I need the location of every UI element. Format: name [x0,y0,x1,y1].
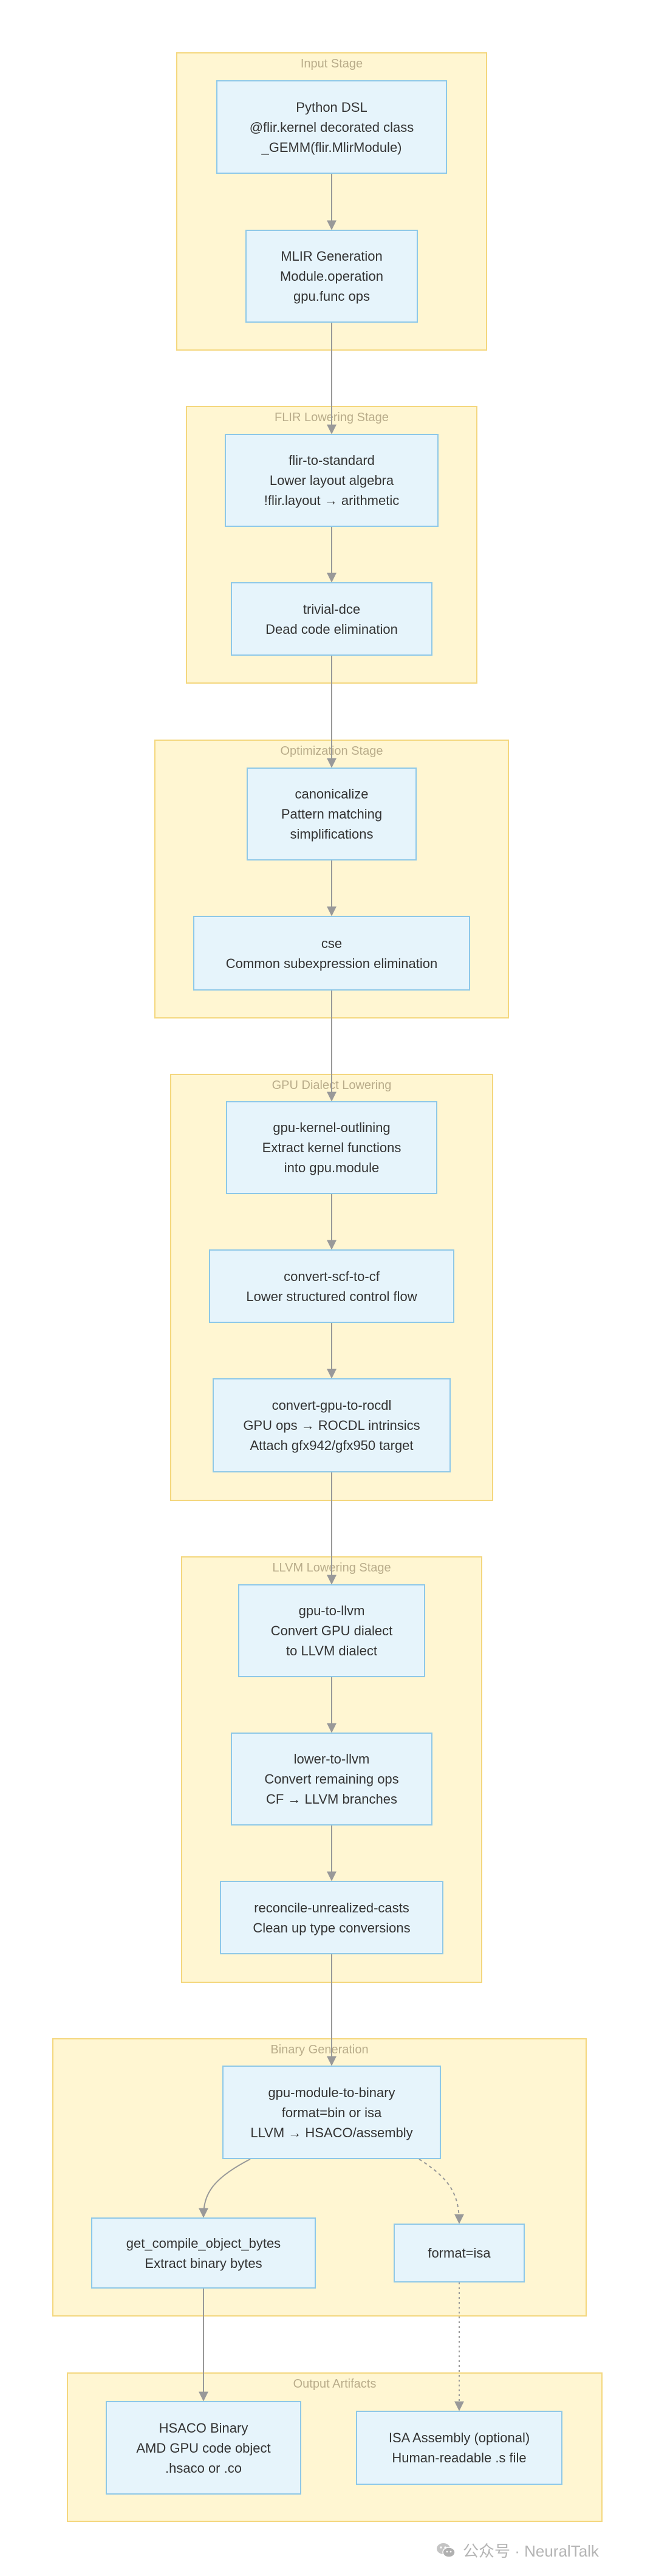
node-gpu-module-to-binary-line-1: gpu-module-to-binary [268,2084,395,2100]
node-gpu-kernel-outlining-line-2: Extract kernel functions [262,1140,401,1155]
node-trivial-dce: trivial-dce Dead code elimination [231,582,432,656]
node-canonicalize: canonicalize Pattern matching simplifica… [247,768,417,860]
node-lower-to-llvm-line-1: lower-to-llvm [293,1751,370,1767]
node-mlir-generation-line-2: Module.operation [279,269,383,284]
node-convert-scf-to-cf-line-2: Lower structured control flow [246,1288,417,1304]
node-canonicalize-line-2: Pattern matching [281,806,383,822]
node-get-compile-object-bytes-line-1: get_compile_object_bytes [126,2235,281,2251]
node-convert-scf-to-cf: convert-scf-to-cf Lower structured contr… [209,1249,454,1323]
stage-title-flir-lowering: FLIR Lowering Stage [275,411,389,424]
node-isa-assembly-line-1: ISA Assembly (optional) [388,2430,530,2445]
node-gpu-kernel-outlining-line-3: into gpu.module [284,1160,380,1175]
node-gpu-to-llvm-line-3: to LLVM dialect [285,1643,377,1658]
node-flir-to-standard-line-3: !flir.layout → arithmetic [264,493,400,508]
node-isa-assembly-line-2: Human-readable .s file [392,2450,527,2465]
node-gpu-kernel-outlining-line-1: gpu-kernel-outlining [273,1120,391,1135]
stage-title-binary-generation: Binary Generation [270,2043,369,2056]
stage-title-optimization: Optimization Stage [280,744,383,758]
node-flir-to-standard: flir-to-standard Lower layout algebra !f… [225,434,439,527]
node-mlir-generation-line-3: gpu.func ops [293,289,370,304]
wechat-icon [437,2543,456,2558]
stage-title-llvm-lowering: LLVM Lowering Stage [272,1561,391,1575]
node-get-compile-object-bytes: get_compile_object_bytes Extract binary … [91,2217,316,2289]
node-lower-to-llvm-line-2: Convert remaining ops [264,1771,399,1787]
node-python-dsl-line-3: _GEMM(flir.MlirModule) [261,139,402,155]
node-lower-to-llvm-line-3: CF → LLVM branches [265,1791,397,1807]
node-reconcile-unrealized-casts: reconcile-unrealized-casts Clean up type… [220,1881,443,1954]
node-flir-to-standard-line-1: flir-to-standard [289,453,375,468]
node-python-dsl-line-1: Python DSL [296,99,367,115]
node-format-isa-line-1: format=isa [428,2245,491,2261]
node-cse-line-1: cse [321,935,343,951]
node-convert-gpu-to-rocdl-line-2: GPU ops → ROCDL intrinsics [243,1418,420,1433]
node-trivial-dce-line-1: trivial-dce [302,601,361,617]
node-cse: cse Common subexpression elimination [193,916,470,991]
node-gpu-module-to-binary: gpu-module-to-binary format=bin or isa L… [222,2066,441,2159]
node-python-dsl: Python DSL @flir.kernel decorated class … [216,80,447,174]
node-convert-gpu-to-rocdl-line-3: Attach gfx942/gfx950 target [250,1438,414,1453]
watermark-text: 公众号 · NeuralTalk [463,2542,599,2560]
node-cse-line-2: Common subexpression elimination [225,955,438,971]
node-hsaco-binary-line-2: AMD GPU code object [136,2440,271,2456]
node-flir-to-standard-line-2: Lower layout algebra [269,473,394,488]
node-convert-scf-to-cf-line-1: convert-scf-to-cf [284,1268,380,1284]
stage-title-output-artifacts: Output Artifacts [293,2377,377,2391]
stage-title-gpu-dialect-lowering: GPU Dialect Lowering [272,1079,392,1092]
node-hsaco-binary-line-1: HSACO Binary [159,2420,248,2436]
stage-title-input: Input Stage [300,57,363,70]
node-canonicalize-line-1: canonicalize [295,786,369,802]
node-reconcile-unrealized-casts-line-1: reconcile-unrealized-casts [254,1900,409,1915]
node-canonicalize-line-3: simplifications [290,826,374,842]
node-format-isa: format=isa [394,2224,525,2282]
node-mlir-generation: MLIR Generation Module.operation gpu.fun… [245,230,418,323]
node-mlir-generation-line-1: MLIR Generation [281,249,383,264]
node-isa-assembly: ISA Assembly (optional) Human-readable .… [356,2411,562,2485]
node-trivial-dce-line-2: Dead code elimination [265,621,398,637]
node-convert-gpu-to-rocdl: convert-gpu-to-rocdl GPU ops → ROCDL int… [213,1378,451,1472]
node-hsaco-binary-line-3: .hsaco or .co [165,2460,242,2476]
node-gpu-kernel-outlining: gpu-kernel-outlining Extract kernel func… [226,1101,437,1194]
node-gpu-module-to-binary-line-2: format=bin or isa [281,2104,382,2120]
node-hsaco-binary: HSACO Binary AMD GPU code object .hsaco … [106,2401,301,2495]
node-convert-gpu-to-rocdl-line-1: convert-gpu-to-rocdl [272,1398,392,1413]
node-reconcile-unrealized-casts-line-2: Clean up type conversions [253,1920,411,1935]
node-gpu-to-llvm: gpu-to-llvm Convert GPU dialect to LLVM … [238,1584,425,1677]
watermark: 公众号 · NeuralTalk [435,2539,599,2561]
node-python-dsl-line-2: @flir.kernel decorated class [249,119,414,135]
node-gpu-to-llvm-line-1: gpu-to-llvm [298,1603,365,1618]
node-lower-to-llvm: lower-to-llvm Convert remaining ops CF →… [231,1733,432,1826]
node-get-compile-object-bytes-line-2: Extract binary bytes [145,2255,262,2271]
node-gpu-to-llvm-line-2: Convert GPU dialect [270,1623,393,1638]
node-gpu-module-to-binary-line-3: LLVM → HSACO/assembly [250,2124,413,2140]
